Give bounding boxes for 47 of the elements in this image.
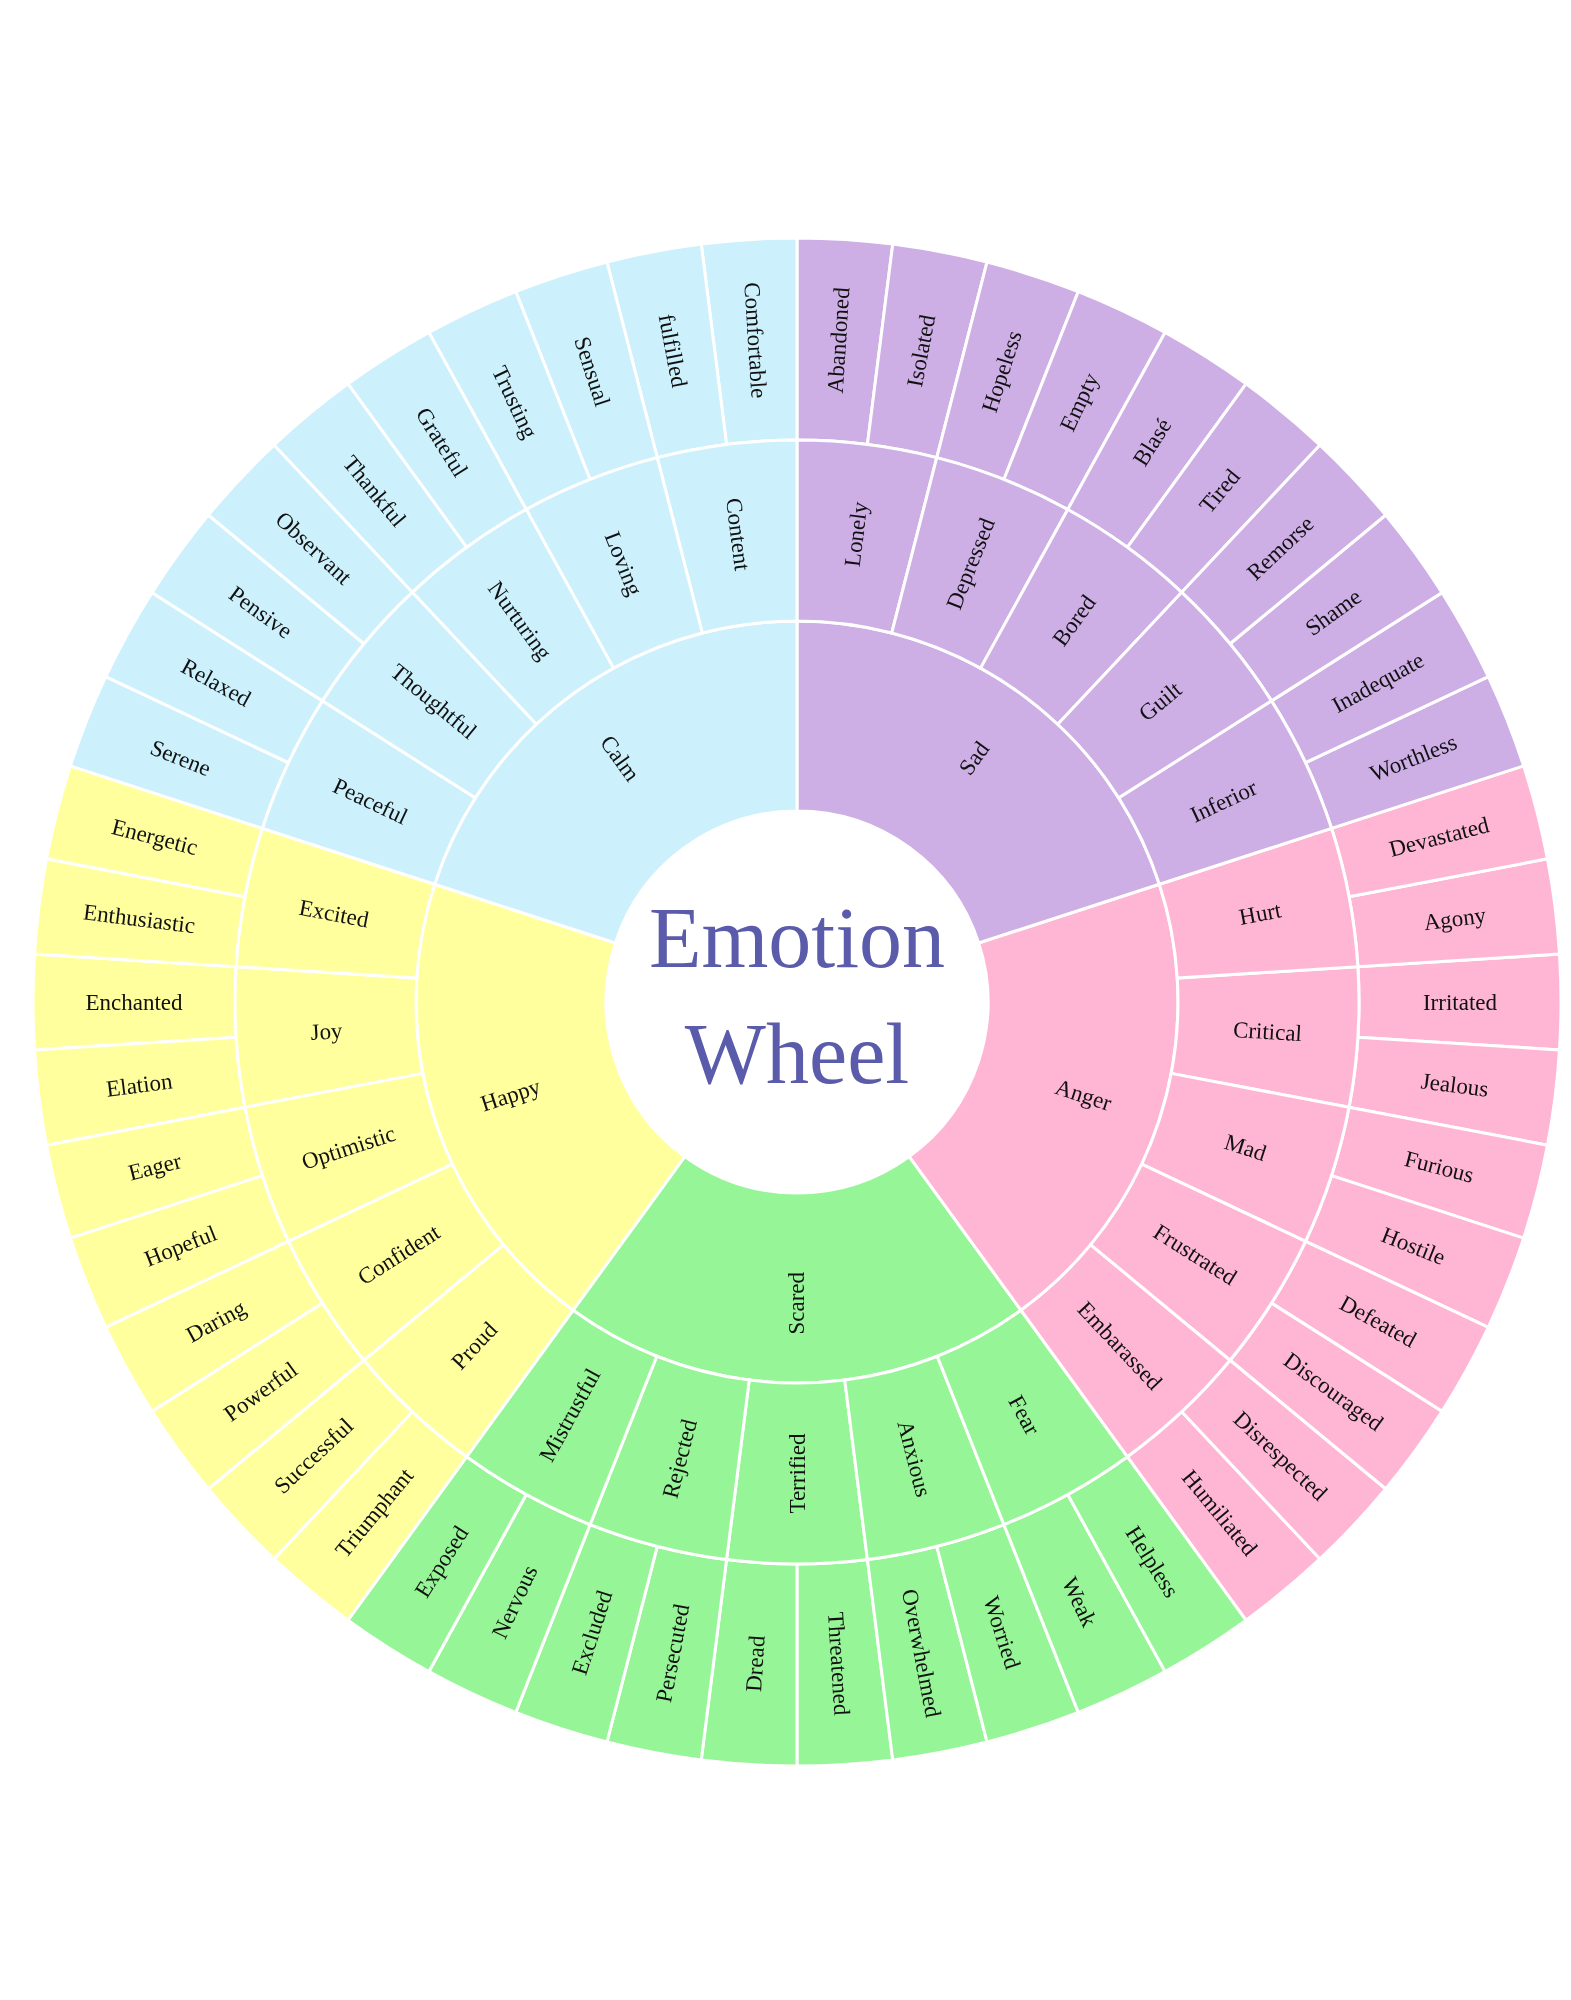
segment-label: Enthusiastic <box>81 899 197 939</box>
wheel-segment <box>1169 965 1361 1109</box>
segment-label: Joy <box>309 1018 344 1046</box>
segment-label: Persecuted <box>651 1602 695 1705</box>
segment-label: Mad <box>1221 1129 1270 1167</box>
segment-label: Guilt <box>1134 676 1187 727</box>
segment-label: Excited <box>297 894 371 933</box>
wheel-segment <box>725 1378 869 1566</box>
segment-label: Fear <box>1003 1391 1045 1440</box>
segment-label: Terrified <box>784 1433 810 1514</box>
segment-label: Serene <box>146 734 215 782</box>
segment-label: Worried <box>978 1593 1026 1672</box>
segment-label: Loving <box>599 528 648 600</box>
segment-label: Anger <box>1052 1074 1115 1116</box>
segment-label: Abandoned <box>822 286 855 394</box>
segment-label: Lonely <box>839 500 873 569</box>
segment-label: Enchanted <box>85 989 183 1015</box>
segment-label: Critical <box>1232 1016 1303 1047</box>
segment-label: Anxious <box>892 1417 937 1500</box>
segment-label: fulfilled <box>653 312 692 390</box>
segment-label: Happy <box>477 1073 544 1117</box>
segment-label: Jealous <box>1419 1068 1490 1102</box>
segment-label: Scared <box>784 1271 810 1335</box>
segment-label: Overwhelmed <box>896 1586 946 1720</box>
segment-label: Agony <box>1422 902 1488 936</box>
segment-label: Eager <box>125 1148 184 1186</box>
segment-label: Hurt <box>1237 897 1284 930</box>
title: Emotion Wheel <box>647 889 947 1104</box>
segment-label: Sad <box>953 737 995 780</box>
wheel-segment <box>843 1354 1006 1562</box>
segment-label: Sensual <box>569 333 616 410</box>
wheel-segment <box>206 1358 414 1561</box>
wheel-segment <box>1180 443 1388 646</box>
segment-label: Irritated <box>1422 989 1498 1015</box>
segment-label: Energetic <box>109 814 201 861</box>
segment-label: Content <box>720 496 755 572</box>
segment-label: Furious <box>1402 1146 1477 1188</box>
segment-label: Rejected <box>657 1416 702 1501</box>
segment-label: Dread <box>741 1634 770 1693</box>
segment-label: Hopeless <box>976 327 1027 416</box>
segment-label: Weak <box>1056 1573 1102 1631</box>
segment-label: Comfortable <box>739 281 772 400</box>
segment-label: Isolated <box>902 312 941 389</box>
segment-label: Threatened <box>822 1611 855 1717</box>
segment-label: Hostile <box>1377 1222 1449 1270</box>
segment-label: Elation <box>104 1068 174 1102</box>
wheel-segment <box>233 965 425 1109</box>
